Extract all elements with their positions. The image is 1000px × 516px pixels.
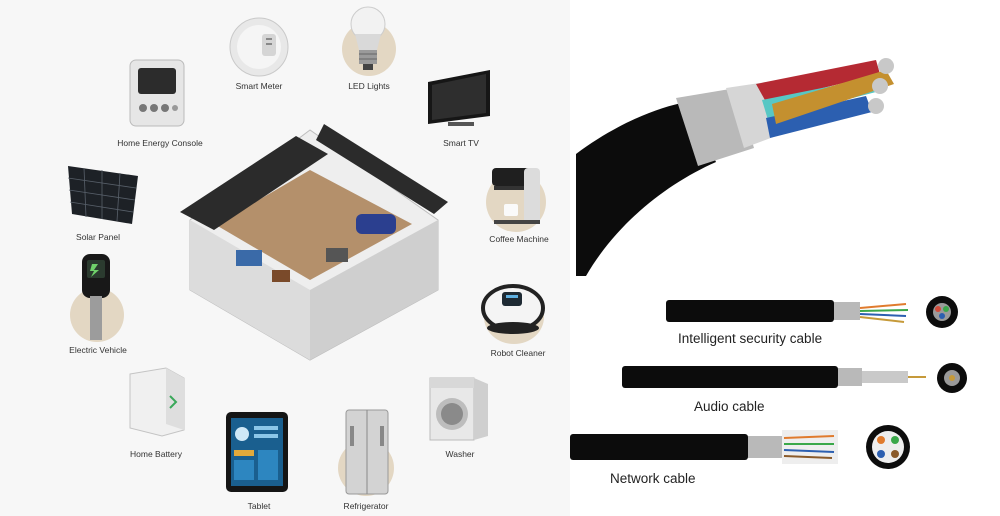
network-cable-label: Network cable xyxy=(610,471,696,486)
smart-home-panel: Smart Meter LED Lights Home Energy Conso… xyxy=(66,4,549,511)
tablet-label: Tablet xyxy=(247,501,271,511)
ev-charger-icon xyxy=(76,252,116,342)
led-lights-label: LED Lights xyxy=(348,81,390,91)
coffee-machine-icon xyxy=(486,164,546,228)
robot-cleaner-label: Robot Cleaner xyxy=(490,348,546,358)
refrigerator-label: Refrigerator xyxy=(343,501,389,511)
robot-cleaner-icon xyxy=(478,282,548,340)
cables-panel: Intelligent security cable Audio cable xyxy=(570,0,1000,516)
security-cable-label: Intelligent security cable xyxy=(678,331,823,346)
network-cable-image xyxy=(570,422,934,472)
tablet-icon xyxy=(224,410,290,494)
smart-tv-icon xyxy=(424,68,494,130)
multicore-cable-image xyxy=(576,44,906,276)
smart-meter-icon xyxy=(228,16,290,78)
security-cable-image xyxy=(666,296,966,330)
smart-meter-label: Smart Meter xyxy=(235,81,283,91)
audio-cable-image xyxy=(622,362,972,396)
led-bulb-icon xyxy=(346,4,390,76)
electric-vehicle-label: Electric Vehicle xyxy=(69,345,127,355)
home-battery-label: Home Battery xyxy=(130,449,182,459)
audio-cable-label: Audio cable xyxy=(694,399,765,414)
washer-icon xyxy=(428,376,490,442)
house-cutaway-icon xyxy=(176,120,452,366)
solar-panel-label: Solar Panel xyxy=(76,232,120,242)
refrigerator-icon xyxy=(342,408,392,496)
washer-label: Washer xyxy=(445,449,475,459)
solar-panel-icon xyxy=(66,164,140,226)
coffee-machine-label: Coffee Machine xyxy=(489,234,549,244)
home-energy-console-icon xyxy=(128,58,186,128)
home-battery-icon xyxy=(126,366,188,438)
smart-tv-label: Smart TV xyxy=(443,138,479,148)
home-energy-console-label: Home Energy Console xyxy=(117,138,203,148)
